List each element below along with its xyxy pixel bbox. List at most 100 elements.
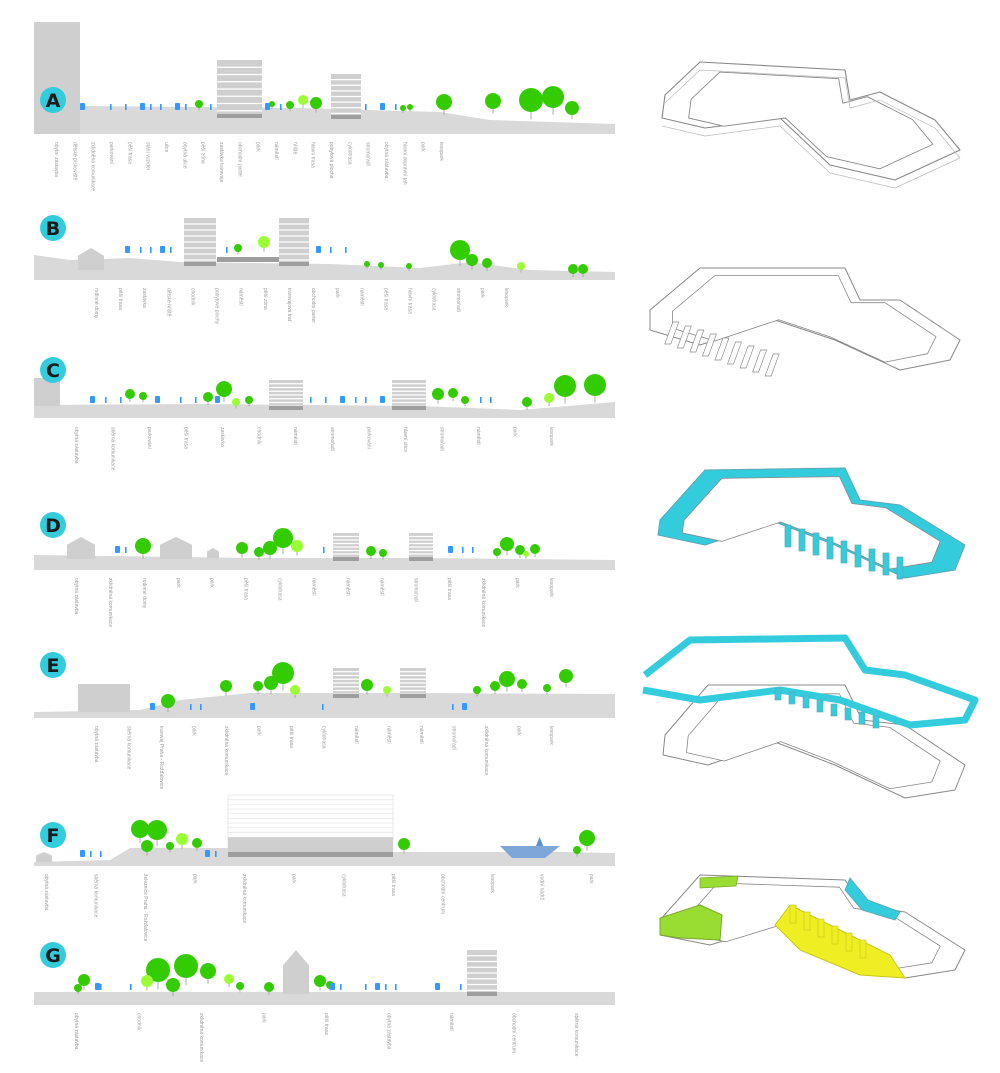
tree (220, 680, 232, 692)
tree (253, 681, 263, 691)
tree (383, 686, 391, 694)
section-label: obytná zástavba (73, 1013, 79, 1050)
comb-tooth (812, 532, 820, 556)
vehicle-icon (462, 703, 467, 710)
section-label: hlavní trasa (310, 142, 316, 168)
tree (131, 820, 149, 838)
section-label: zastávka (141, 288, 147, 308)
person-icon (120, 397, 122, 403)
person-icon (110, 104, 112, 110)
tree (542, 86, 564, 108)
section-label: náměstí (292, 427, 298, 445)
model-3 (657, 467, 966, 580)
tree (298, 95, 308, 105)
tree (573, 846, 581, 854)
vehicle-icon (175, 103, 180, 110)
section-badge (40, 512, 66, 538)
tree (310, 97, 322, 109)
vehicle-icon (140, 103, 145, 110)
section-label: stromořadí (438, 427, 444, 452)
person-icon (160, 104, 162, 110)
tree (146, 958, 170, 982)
person-icon (355, 397, 357, 403)
section-label: zklidněná komunikace (480, 578, 486, 627)
tree (448, 388, 458, 398)
building-base (467, 992, 497, 996)
tree (565, 101, 579, 115)
person-icon (310, 397, 312, 403)
building-block (78, 684, 130, 712)
tree (286, 101, 294, 109)
section-label: park (511, 427, 517, 437)
section-label: zklidněná komunikace (483, 726, 489, 775)
section-badge (40, 357, 66, 383)
tree (166, 842, 174, 850)
tree (517, 262, 525, 270)
tree (273, 528, 293, 548)
section-badge (40, 822, 66, 848)
house (283, 950, 309, 994)
comb-tooth (826, 536, 834, 560)
section-label: lesopark (548, 726, 554, 745)
section-label: náměstí (358, 288, 364, 306)
section-label: náměstí (418, 726, 424, 744)
model-2 (649, 267, 961, 377)
ground-profile (34, 255, 615, 280)
section-label: pěší zóna (262, 288, 268, 310)
tree (523, 551, 529, 557)
highlight-green-top (699, 875, 739, 889)
tree (500, 537, 514, 551)
model-ring-inner (688, 71, 934, 170)
person-icon (365, 104, 367, 110)
person-icon (125, 104, 127, 110)
section-label: náměstí (386, 726, 392, 744)
section-label: pěší trasa (390, 874, 396, 896)
comb-tooth (854, 544, 862, 568)
tree (176, 833, 188, 845)
tree (166, 978, 180, 992)
person-icon (210, 104, 212, 110)
comb-tooth (784, 524, 792, 548)
section-label: cyklotrasa (277, 578, 283, 601)
vehicle-icon (115, 546, 120, 553)
section-letter: E (47, 655, 60, 677)
vehicle-icon (448, 546, 453, 553)
section-label: parkování (108, 142, 114, 165)
person-icon (200, 704, 202, 710)
section-letter: B (46, 218, 60, 240)
vehicle-icon (95, 983, 100, 990)
comb-tooth (676, 325, 692, 349)
vehicle-icon (215, 396, 220, 403)
tree (579, 830, 595, 846)
building-base (392, 406, 426, 410)
tree (74, 984, 82, 992)
comb-tooth (764, 353, 780, 377)
section-label: park (334, 288, 340, 298)
section-label: cyklotrasa (340, 874, 346, 897)
tree (578, 264, 588, 274)
section-label: obytní zástavba (53, 142, 59, 177)
vehicle-icon (265, 103, 270, 110)
person-icon (215, 851, 217, 857)
section-label: park (516, 726, 522, 736)
comb-tooth (798, 528, 806, 552)
tree (379, 549, 387, 557)
section-label: chodník (189, 288, 195, 306)
tree (236, 982, 244, 990)
section-letter: C (46, 360, 60, 382)
person-icon (395, 104, 397, 110)
section-label: lesopark (548, 427, 554, 446)
section-label: park (420, 142, 426, 152)
person-icon (170, 247, 172, 253)
person-icon (185, 104, 187, 110)
section-label: pěší trasa (323, 1013, 329, 1035)
section-label: obchodní parter (310, 288, 316, 323)
person-icon (490, 397, 492, 403)
building-base (269, 406, 303, 410)
section-badge (40, 215, 66, 241)
exploded-piece (844, 707, 852, 721)
comb-tooth (882, 552, 890, 576)
comb-tooth (664, 321, 680, 345)
